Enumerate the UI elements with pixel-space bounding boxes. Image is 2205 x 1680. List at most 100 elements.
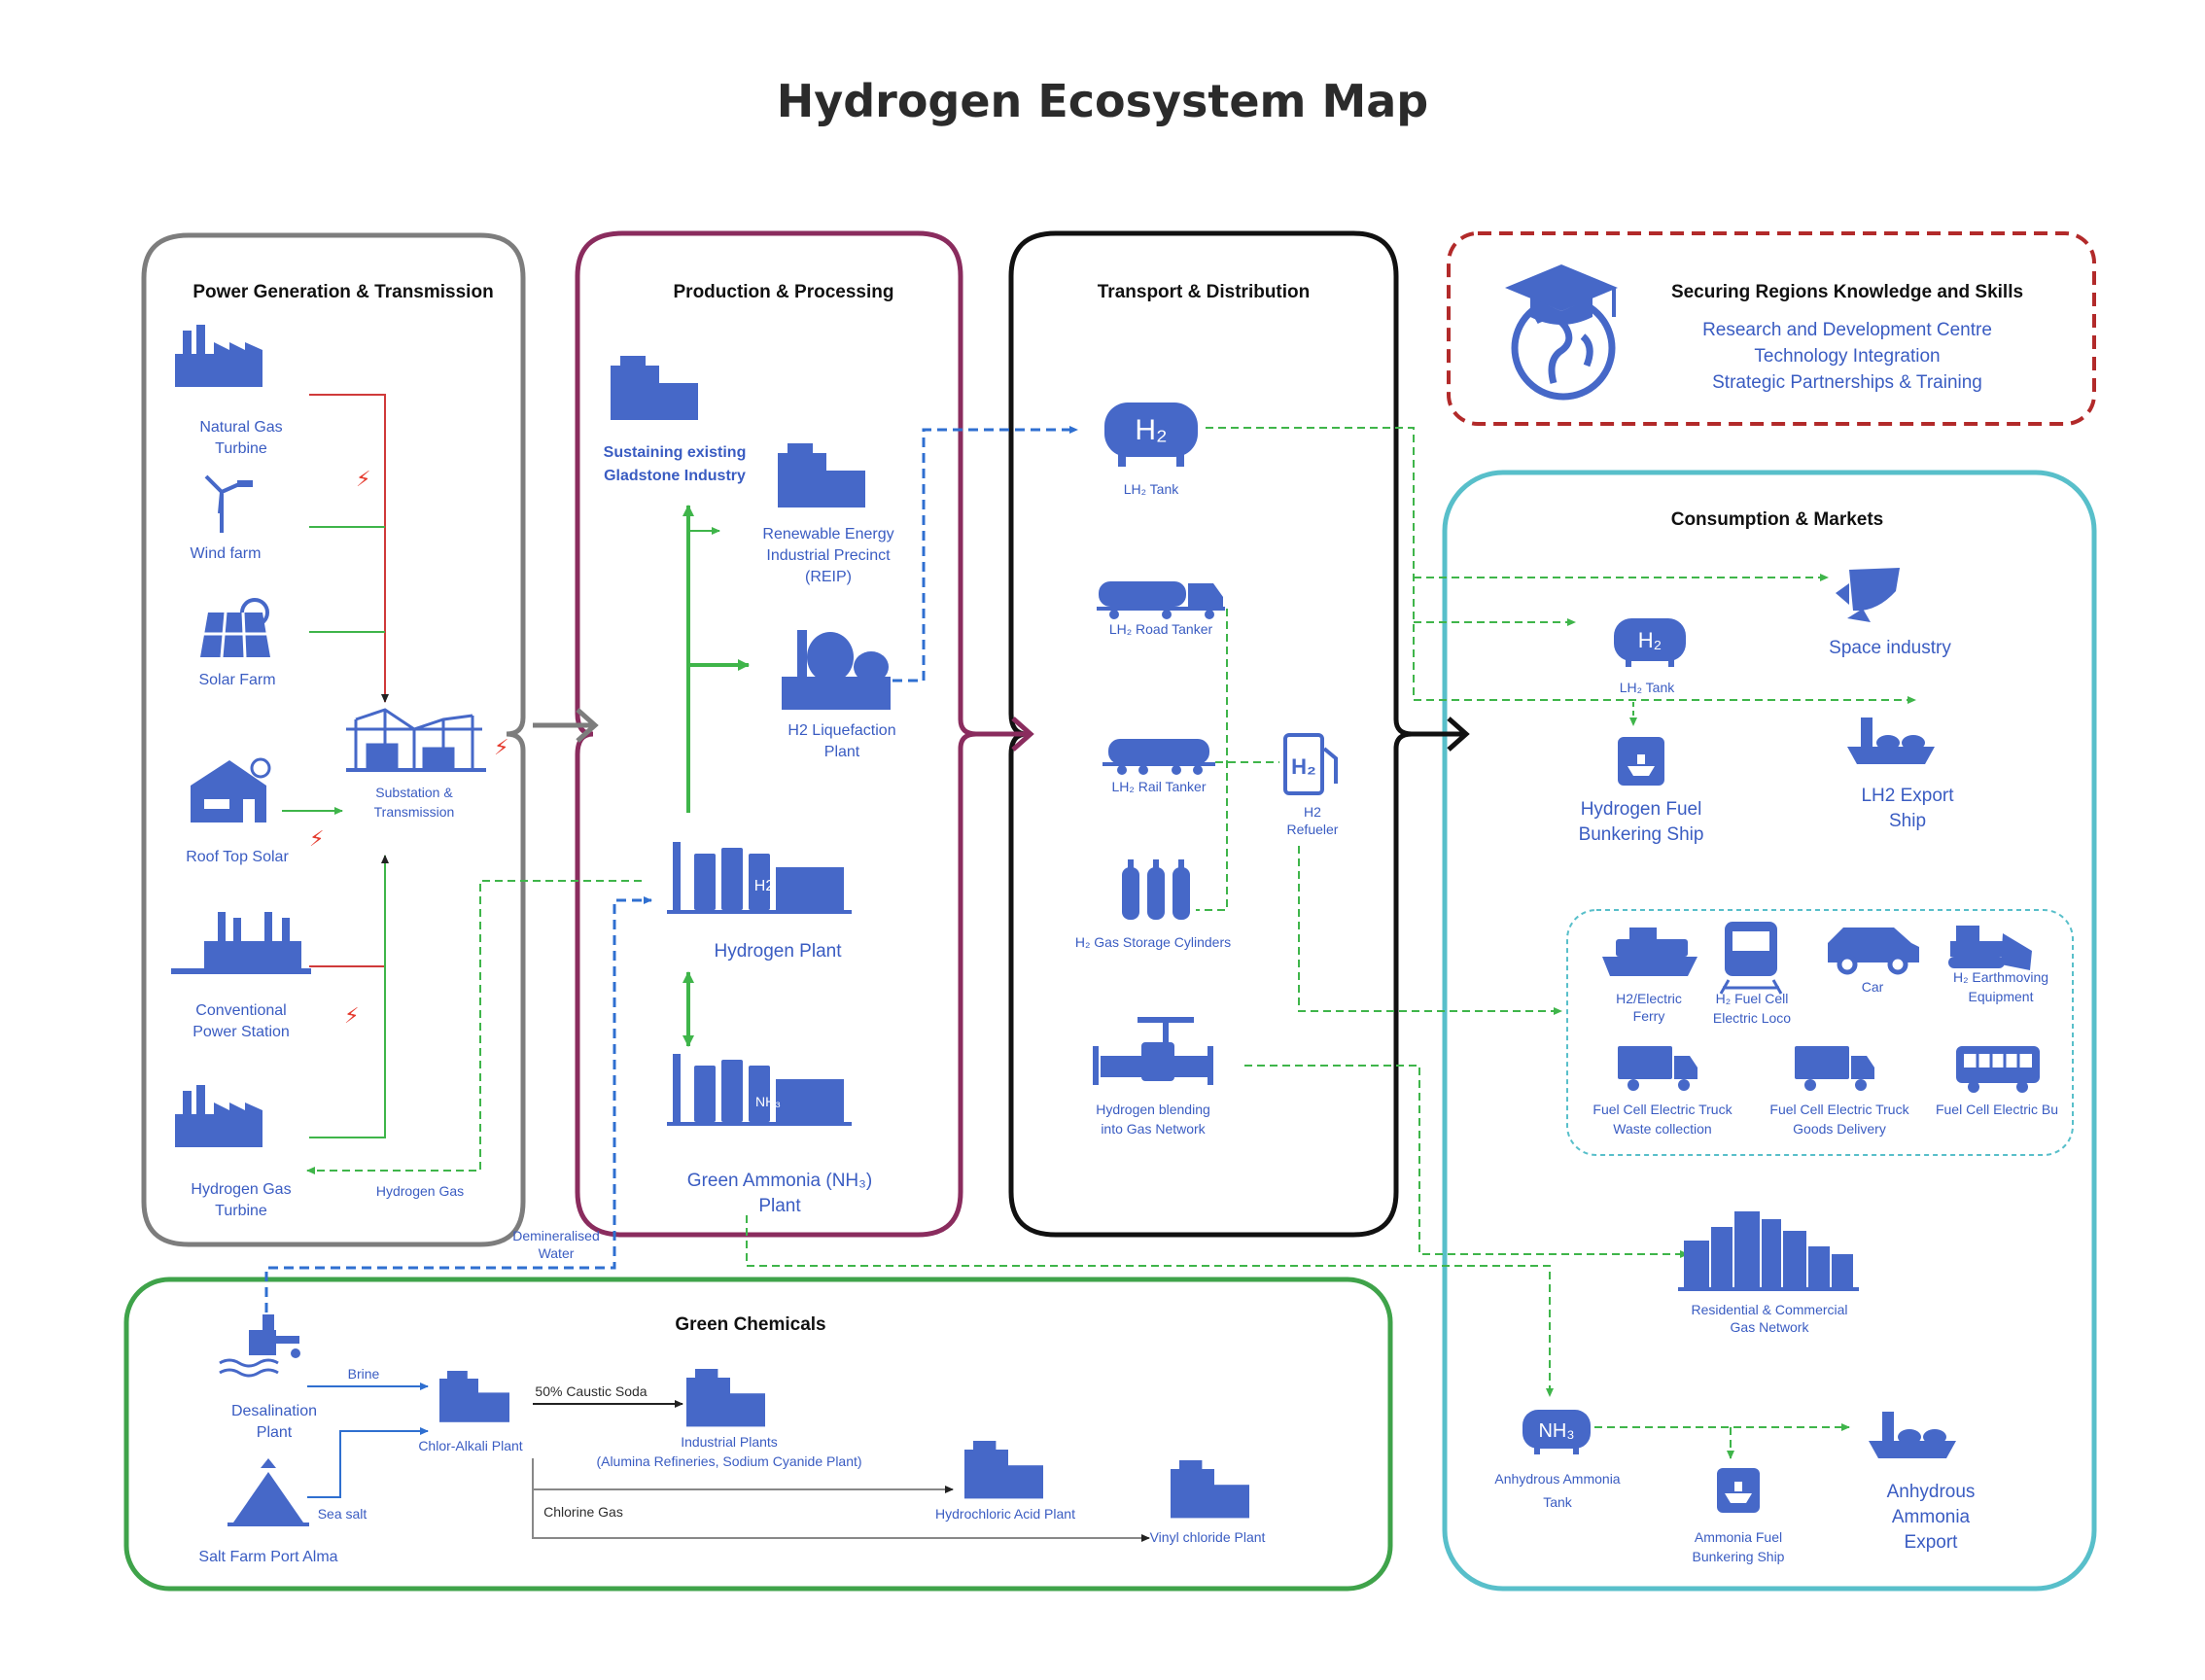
waste-truck-icon (1618, 1046, 1698, 1091)
vinyl-chloride-plant-icon (1171, 1460, 1249, 1519)
ammonia-bunkering-label: Bunkering Ship (1693, 1549, 1785, 1564)
natural-gas-turbine-label: Natural Gas (199, 419, 282, 436)
lightning-icon: ⚡ (309, 827, 324, 852)
power-flow-lines (282, 394, 389, 1138)
chlorine-gas-label: Chlorine Gas (543, 1504, 623, 1520)
consumer-lh2-tank-mark: H₂ (1638, 628, 1662, 652)
ammonia-plant-label: Green Ammonia (NH₃) (687, 1171, 872, 1191)
ammonia-export-label: Export (1905, 1532, 1959, 1553)
ammonia-export-label: Ammonia (1892, 1507, 1971, 1527)
consumption-section-border (1442, 470, 2097, 1592)
industrial-plant-icon (686, 1369, 765, 1427)
knowledge-section-title: Securing Regions Knowledge and Skills (1671, 282, 2023, 302)
delivery-truck-label: Goods Delivery (1793, 1121, 1886, 1137)
loco-label: H₂ Fuel Cell (1716, 991, 1789, 1006)
nh3-tank-label: Tank (1543, 1494, 1573, 1510)
nh3-tank-icon (1522, 1410, 1591, 1454)
desalination-label: Plant (257, 1424, 293, 1441)
roof-top-solar-label: Roof Top Solar (186, 849, 289, 865)
caustic-soda-label: 50% Caustic Soda (535, 1383, 647, 1399)
rail-tanker-icon (1102, 739, 1215, 775)
lh2-tank-label: LH₂ Tank (1124, 481, 1180, 497)
nh3-tank-mark: NH₃ (1538, 1420, 1574, 1442)
hydrochloric-plant-icon (964, 1441, 1043, 1499)
lh2-tank-mark: H₂ (1135, 414, 1167, 446)
roof-solar-house-icon (191, 757, 271, 822)
transport-section-title: Transport & Distribution (1098, 282, 1311, 302)
power-section-border (141, 232, 526, 1247)
road-tanker-icon (1097, 581, 1225, 619)
space-industry-label: Space industry (1829, 638, 1951, 658)
sea-salt-label: Sea salt (318, 1506, 368, 1522)
delivery-truck-icon (1795, 1046, 1874, 1091)
blending-label: into Gas Network (1101, 1121, 1206, 1137)
lh2-export-ship-icon (1847, 718, 1935, 764)
rail-tanker-label: LH₂ Rail Tanker (1112, 779, 1207, 794)
consumption-section-title: Consumption & Markets (1671, 509, 1884, 530)
bunkering-ship-label: Bunkering Ship (1579, 824, 1704, 845)
brine-label: Brine (348, 1366, 380, 1382)
ferry-icon (1602, 928, 1698, 976)
reip-label: (REIP) (805, 569, 852, 585)
desalination-plant-icon (219, 1314, 300, 1378)
transport-flow-lines (746, 427, 1916, 1397)
ammonia-export-ship-icon (1869, 1412, 1956, 1458)
wind-turbine-icon (204, 474, 253, 533)
production-to-transport-arrow (976, 717, 1034, 752)
transport-to-consumption-arrow (1412, 717, 1470, 752)
lightning-icon: ⚡ (494, 736, 508, 760)
production-section-border (575, 230, 977, 1238)
reip-label: Industrial Precinct (766, 547, 891, 564)
solar-farm-label: Solar Farm (198, 672, 275, 688)
knowledge-item: Research and Development Centre (1702, 320, 1992, 340)
chemicals-section-border (123, 1277, 1393, 1592)
rocket-icon (1836, 568, 1900, 622)
refueler-label: H2 (1304, 804, 1321, 820)
refueler-label: Refueler (1287, 822, 1339, 837)
knowledge-section-border (1447, 231, 2096, 426)
sustaining-industry-label: Sustaining existing (604, 444, 747, 461)
hydrogen-turbine-label: Turbine (215, 1203, 267, 1219)
knowledge-item: Technology Integration (1754, 346, 1940, 367)
reip-label: Renewable Energy (762, 526, 893, 542)
graduation-globe-icon (1505, 264, 1618, 401)
waste-truck-label: Waste collection (1613, 1121, 1711, 1137)
consumer-lh2-tank-icon (1614, 618, 1686, 667)
vinyl-chloride-label: Vinyl chloride Plant (1150, 1529, 1266, 1545)
ammonia-bunkering-label: Ammonia Fuel (1695, 1529, 1782, 1545)
substation-label: Substation & (375, 785, 453, 800)
lh2-export-ship-label: LH2 Export (1861, 786, 1954, 806)
chemicals-section-title: Green Chemicals (675, 1314, 825, 1335)
demineralised-water-label: Water (539, 1245, 575, 1261)
ammonia-bunkering-ship-icon (1717, 1468, 1760, 1513)
hydrogen-plant-label: Hydrogen Plant (715, 941, 843, 962)
lh2-export-ship-label: Ship (1889, 811, 1926, 831)
power-section-title: Power Generation & Transmission (192, 282, 493, 302)
bus-label: Fuel Cell Electric Bu (1936, 1102, 2058, 1117)
hydrochloric-label: Hydrochloric Acid Plant (935, 1506, 1075, 1522)
reip-icon (778, 443, 865, 508)
gas-cylinders-label: H₂ Gas Storage Cylinders (1075, 934, 1231, 950)
transport-section-border (1008, 230, 1413, 1238)
ammonia-plant-icon (667, 1054, 852, 1126)
vehicles-group-border (1566, 909, 2074, 1156)
power-to-production-arrow (533, 708, 599, 743)
ferry-label: H2/Electric (1616, 991, 1682, 1006)
bus-icon (1956, 1046, 2040, 1093)
lh2-tank-icon (1104, 402, 1198, 467)
delivery-truck-label: Fuel Cell Electric Truck (1769, 1102, 1909, 1117)
earthmoving-label: H₂ Earthmoving (1953, 969, 2048, 985)
chlor-alkali-plant-icon (439, 1371, 509, 1422)
hydrogen-turbine-label: Hydrogen Gas (191, 1181, 291, 1198)
industrial-plants-label: Industrial Plants (681, 1434, 778, 1450)
sustaining-industry-label: Gladstone Industry (604, 468, 746, 484)
earthmoving-label: Equipment (1969, 989, 2034, 1004)
car-label: Car (1862, 979, 1884, 995)
cross-section-flow-lines (264, 880, 652, 1312)
demineralised-water-label: Demineralised (512, 1228, 599, 1243)
hydrogen-gas-label: Hydrogen Gas (376, 1183, 464, 1199)
conventional-power-label: Conventional (195, 1002, 286, 1019)
waste-truck-label: Fuel Cell Electric Truck (1592, 1102, 1732, 1117)
hydrogen-refueler-icon (1283, 733, 1338, 795)
